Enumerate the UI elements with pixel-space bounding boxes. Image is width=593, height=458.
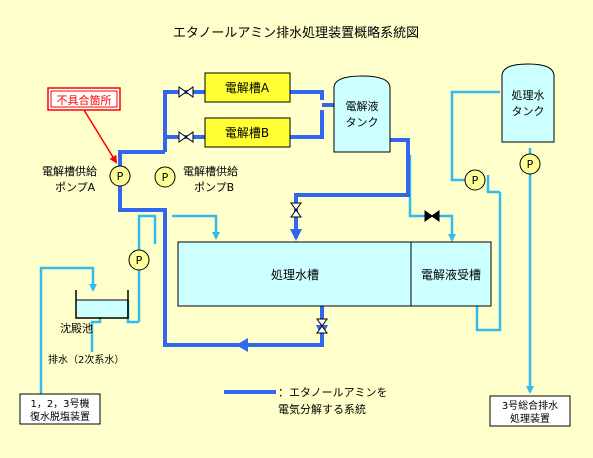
pump-settling-symbol: P — [136, 254, 143, 267]
pump-a-label-1: 電解槽供給 — [42, 164, 97, 178]
pump-receiver-symbol: P — [472, 174, 479, 187]
valve-basin-out — [316, 318, 328, 334]
electrolyte-tank-label-1: 電解液 — [346, 99, 379, 113]
defect-callout-arrow — [83, 109, 118, 164]
treated-water-tank-label-2: タンク — [512, 105, 545, 118]
destination-box-line-2: 処理装置 — [510, 412, 550, 425]
cell-a-out-line — [290, 90, 324, 100]
legend-line-2: 電気分解する系統 — [278, 402, 366, 416]
destination-box: 3号総合排水 処理装置 — [489, 395, 571, 427]
cell-feed-line — [163, 90, 205, 152]
settling-return-line — [126, 300, 139, 324]
receiver-in-line — [408, 155, 456, 242]
valve-b — [178, 131, 194, 143]
pump-b: P — [154, 166, 176, 188]
valve-tank-out — [290, 202, 302, 218]
treatment-basin: 処理水槽 電解液受槽 — [177, 241, 492, 307]
defect-callout-label: 不具合箇所 — [57, 93, 112, 107]
treated-water-tank-label-1: 処理水 — [512, 89, 545, 102]
diagram-title: エタノールアミン排水処理装置概略系統図 — [173, 25, 419, 41]
pump-b-label-2: ポンプB — [194, 181, 234, 194]
pump-settling: P — [128, 249, 150, 271]
electrolyte-receiver-label: 電解液受槽 — [421, 267, 481, 282]
receiver-riser-line — [450, 90, 500, 182]
electrolyte-tank: 電解液 タンク — [333, 75, 391, 153]
valve-a — [178, 86, 194, 98]
cell-a: 電解槽A — [204, 72, 291, 103]
receiver-out-line — [475, 192, 502, 332]
cell-b-out-line — [290, 110, 324, 139]
treatment-water-basin-label: 処理水槽 — [271, 268, 319, 282]
main-return-line — [118, 150, 324, 347]
receiver-pump-line — [486, 175, 500, 194]
pump-a-label-2: ポンプA — [55, 181, 96, 194]
cell-a-label: 電解槽A — [225, 81, 270, 95]
electrolyte-tank-label-2: タンク — [346, 116, 379, 129]
distribution-line — [172, 214, 220, 240]
legend-line-1: ：エタノールアミンを — [278, 386, 387, 399]
pump-receiver: P — [464, 169, 486, 191]
settling-tank-label: 沈殿池 — [60, 321, 93, 335]
settling-tank: 沈殿池 — [60, 290, 129, 335]
tank-out-line — [290, 138, 410, 241]
cell-b-label: 電解槽B — [225, 126, 269, 140]
pump-b-label-1: 電解槽供給 — [183, 164, 238, 178]
valve-receiver-in — [424, 210, 440, 222]
drain-label: 排水（2次系水） — [48, 353, 124, 366]
settling-pump-up-line — [137, 214, 157, 250]
source-box-line-2: 復水脱塩装置 — [30, 410, 90, 423]
treated-water-tank: 処理水 タンク — [501, 63, 555, 143]
return-arrowhead — [236, 338, 248, 352]
pump-a: P — [109, 165, 131, 187]
pump-b-symbol: P — [162, 171, 169, 184]
pump-treated-water: P — [519, 153, 541, 175]
cell-b: 電解槽B — [204, 117, 291, 148]
defect-callout: 不具合箇所 — [47, 87, 121, 164]
drain-line-source — [39, 266, 97, 394]
source-box: 1，2，3号機 復水脱塩装置 — [19, 393, 101, 425]
source-box-line-1: 1，2，3号機 — [30, 397, 89, 410]
pump-a-symbol: P — [117, 170, 124, 183]
destination-box-line-1: 3号総合排水 — [502, 399, 558, 412]
pump-treated-water-symbol: P — [527, 158, 534, 171]
